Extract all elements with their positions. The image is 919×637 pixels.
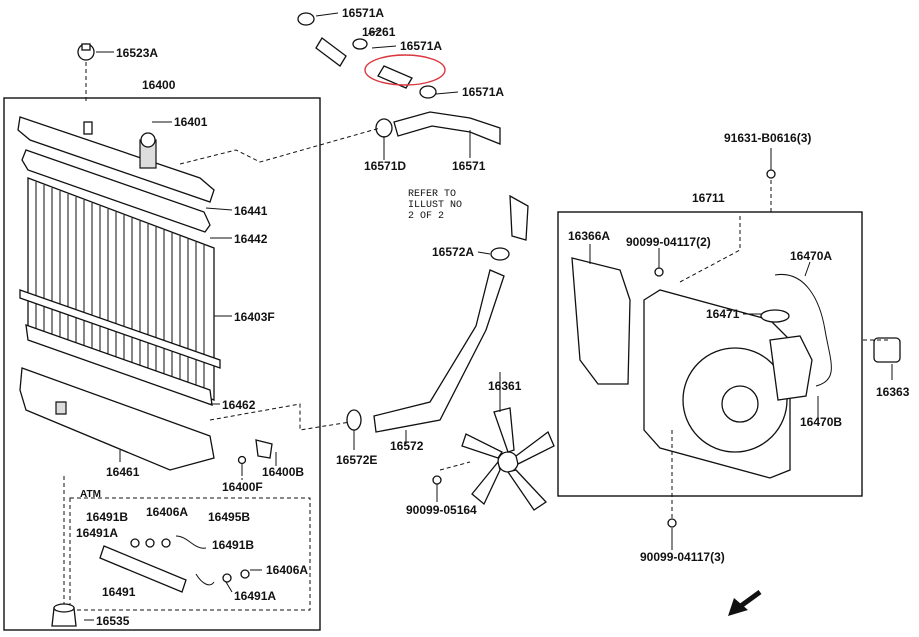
label-16523A: 16523A — [116, 46, 158, 60]
label-16363: 16363 — [876, 385, 910, 399]
lower-hose-assembly — [346, 194, 529, 433]
label-16400F: 16400F — [222, 480, 263, 494]
label-16403F: 16403F — [234, 310, 275, 324]
leader-lines — [84, 12, 893, 621]
drain-cock — [237, 439, 273, 465]
radiator-upper-tank — [17, 116, 215, 233]
label-16572: 16572 — [390, 439, 424, 453]
label-91631-B0616: 91631-B0616(3) — [724, 131, 811, 145]
refer-note-line3: 2 OF 2 — [408, 211, 444, 222]
label-90099-04117-3: 90099-04117(3) — [640, 550, 725, 564]
label-16441: 16441 — [234, 204, 268, 218]
front-direction-arrow-icon — [728, 589, 762, 616]
label-16572A: 16572A — [432, 245, 474, 259]
label-16366A: 16366A — [568, 229, 610, 243]
label-16491: 16491 — [102, 585, 136, 599]
label-16711: 16711 — [692, 191, 725, 205]
label-16571A-top: 16571A — [342, 6, 384, 20]
upper-hose-dash — [179, 127, 381, 165]
refer-note-line2: ILLUST NO — [408, 200, 462, 211]
label-16535: 16535 — [96, 614, 130, 628]
fan-shroud-frame — [557, 211, 863, 497]
highlight-circle — [364, 54, 446, 86]
label-16571A-mid: 16571A — [400, 39, 442, 53]
label-16491A-b: 16491A — [234, 589, 276, 603]
label-16406A-a: 16406A — [146, 505, 188, 519]
label-16462: 16462 — [222, 398, 256, 412]
label-16442: 16442 — [234, 232, 268, 246]
drain-plug — [51, 603, 77, 627]
fan-shroud — [571, 169, 901, 528]
label-16401: 16401 — [174, 115, 208, 129]
label-16261: 16261 — [362, 25, 396, 39]
lower-hose-dash — [209, 403, 351, 431]
label-16361: 16361 — [488, 379, 522, 393]
fan-bolt-dash — [439, 461, 471, 471]
radiator-frame — [3, 97, 321, 631]
label-16471: 16471 — [706, 307, 740, 321]
label-16470B: 16470B — [800, 415, 842, 429]
label-16571: 16571 — [452, 159, 486, 173]
label-16495B: 16495B — [208, 510, 250, 524]
label-16491B-b: 16491B — [212, 538, 254, 552]
bolt-dash-line — [679, 216, 741, 283]
label-16571A-low: 16571A — [462, 85, 504, 99]
label-16571D: 16571D — [364, 159, 406, 173]
label-16470A: 16470A — [790, 249, 832, 263]
label-16400: 16400 — [142, 78, 176, 92]
label-90099-04117-2: 90099-04117(2) — [626, 235, 711, 249]
label-atm: ATM — [80, 489, 101, 500]
cooling-fan — [432, 407, 555, 511]
label-16461: 16461 — [106, 465, 140, 479]
refer-note-line1: REFER TO — [408, 189, 456, 200]
label-16491B-a: 16491B — [86, 510, 128, 524]
atm-cooler-lines — [99, 535, 250, 593]
radiator-lower-parts — [19, 324, 215, 471]
label-16491A-a: 16491A — [76, 526, 118, 540]
radiator-cap — [77, 43, 95, 61]
label-16400B: 16400B — [262, 465, 304, 479]
atm-frame — [69, 497, 311, 611]
label-16572E: 16572E — [336, 453, 377, 467]
upper-hose-assembly — [297, 12, 501, 145]
label-90099-05164: 90099-05164 — [406, 503, 477, 517]
label-16406A-b: 16406A — [266, 563, 308, 577]
